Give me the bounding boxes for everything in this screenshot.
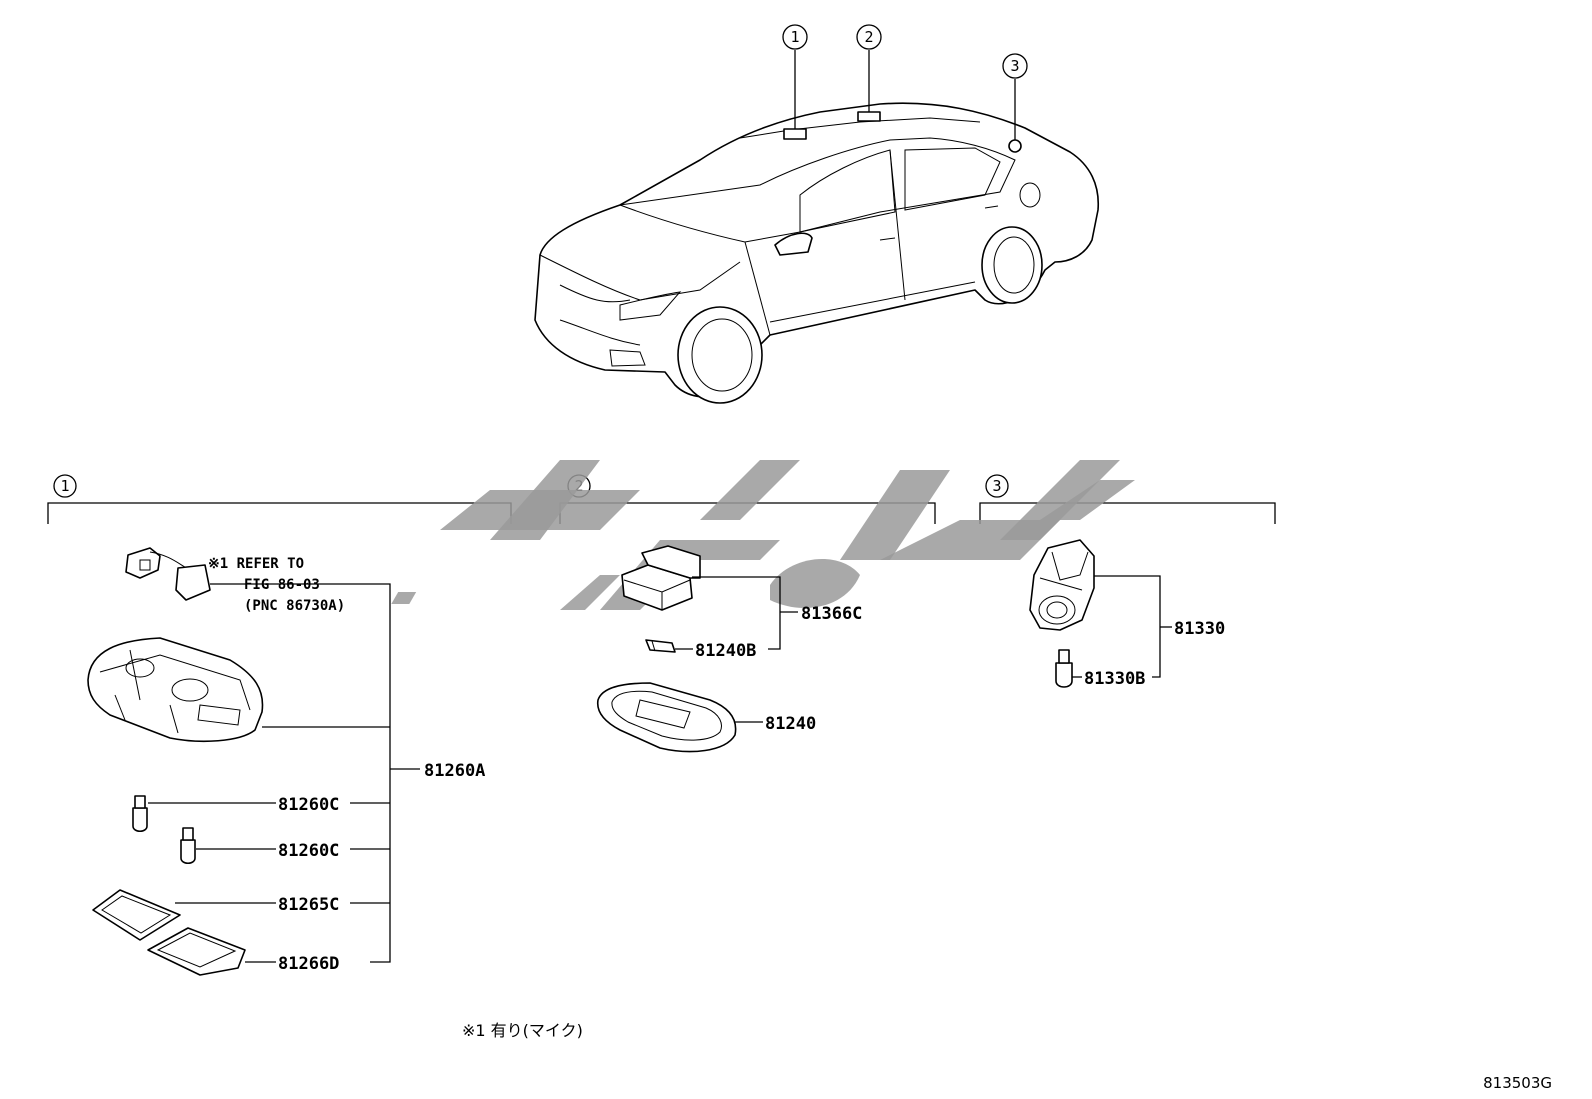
group-number-1: 1 [60, 477, 69, 495]
wedge-bulb-81330b [1055, 649, 1073, 688]
part-label-81330b: 81330B [1084, 669, 1145, 689]
part-label-81240: 81240 [765, 714, 816, 734]
part-label-81266d: 81266D [278, 954, 339, 974]
bulb-81260c-2 [180, 827, 196, 865]
part-label-81265c: 81265C [278, 895, 339, 915]
bulb-81260c-1 [132, 795, 148, 833]
group-number-3: 3 [992, 477, 1001, 495]
microphone-harness [125, 547, 211, 601]
refer-note-line-3: (PNC 86730A) [244, 598, 345, 614]
luggage-lamp-unit [1029, 539, 1095, 631]
car-illustration [534, 102, 1100, 404]
group-2-parts: 81366C 81240B 81240 [596, 545, 862, 753]
room-lamp-lens-81240 [596, 682, 737, 753]
group-3-leaders [1072, 575, 1172, 678]
callout-marker-2: 2 [856, 24, 882, 50]
callout-number-2: 2 [864, 28, 873, 46]
callout-number-1: 1 [790, 28, 799, 46]
part-label-81240b: 81240B [695, 641, 756, 661]
room-lamp-unit [621, 545, 701, 611]
part-label-81260c-2: 81260C [278, 841, 339, 861]
car-callouts: 1 2 3 [782, 24, 1028, 140]
watermark-logo [391, 460, 1135, 610]
footnote: ※1 有り(マイク) [462, 1021, 583, 1040]
group-marker-1: 1 [53, 474, 77, 498]
refer-note-line-2: FIG 86-03 [244, 577, 320, 593]
callout-number-3: 3 [1010, 57, 1019, 75]
map-lamp-housing [87, 637, 264, 743]
refer-note-line-1: ※1 REFER TO [208, 556, 304, 572]
group-marker-3: 3 [985, 474, 1009, 498]
callout-marker-1: 1 [782, 24, 808, 50]
group-1-leaders [148, 583, 420, 963]
part-label-81260a: 81260A [424, 761, 485, 781]
group-2-leaders [675, 576, 798, 723]
callout-marker-3: 3 [1002, 53, 1028, 79]
lens-81266d [147, 927, 246, 976]
part-label-81330: 81330 [1174, 619, 1225, 639]
part-label-81366c: 81366C [801, 604, 862, 624]
part-label-81260c-1: 81260C [278, 795, 339, 815]
figure-id: 813503G [1483, 1074, 1552, 1092]
group-3-parts: 81330 81330B [1029, 539, 1225, 689]
festoon-bulb-81240b [645, 639, 676, 653]
lens-81265c [92, 889, 181, 941]
group-1-parts: ※1 REFER TO FIG 86-03 (PNC 86730A) 81260… [87, 547, 485, 976]
